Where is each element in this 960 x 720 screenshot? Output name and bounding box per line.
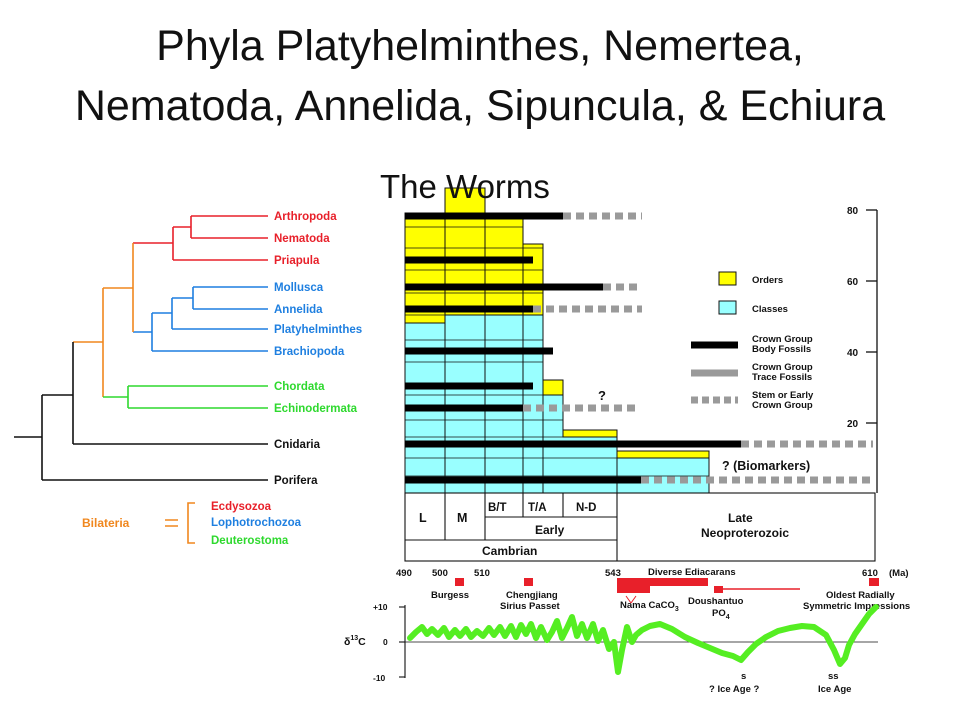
phylum-label-arthropoda: Arthropoda <box>274 211 337 223</box>
isotope-tick-plus10: +10 <box>373 602 388 612</box>
isotope-axis <box>399 605 878 678</box>
legend-swatch-orders <box>718 271 737 286</box>
phylogenetic-tree <box>14 215 268 481</box>
legend-crown-body-line2: Body Fossils <box>752 344 811 355</box>
event-sirius-passet: Sirius Passet <box>500 601 561 612</box>
carbon-isotope-curve <box>407 604 879 675</box>
stage-nd: N-D <box>576 502 596 514</box>
uncertain-mark: ? <box>598 388 606 403</box>
time-tick-490: 490 <box>396 568 412 579</box>
title-line-1: Phyla Platyhelminthes, Nemertea, <box>156 22 804 70</box>
phylum-label-echinodermata: Echinodermata <box>274 403 358 415</box>
legend-stem-line1: Stem or Early <box>752 390 814 401</box>
stage-m: M <box>457 511 467 525</box>
y-tick-20: 20 <box>847 419 859 430</box>
legend-orders: Orders <box>752 275 783 286</box>
event-burgess: Burgess <box>431 590 469 601</box>
y-axis <box>866 209 878 493</box>
time-tick-500: 500 <box>432 568 448 579</box>
deuterostoma-branches <box>103 385 268 409</box>
timescale-table <box>404 492 876 562</box>
group-label-deuterostoma: Deuterostoma <box>211 535 289 547</box>
legend-classes: Classes <box>752 304 788 315</box>
y-tick-40: 40 <box>847 348 859 359</box>
legend-crown-trace-line1: Crown Group <box>752 362 813 373</box>
isotope-tick-0: 0 <box>383 637 388 647</box>
phylum-label-brachiopoda: Brachiopoda <box>274 346 345 358</box>
chart-gridlines <box>405 226 709 477</box>
stage-l: L <box>419 511 427 525</box>
legend-crown-trace-line2: Trace Fossils <box>752 372 812 383</box>
ice-age-a-mark: s <box>741 671 746 682</box>
fossil-range-bars <box>405 212 873 484</box>
stage-bt: B/T <box>488 502 507 514</box>
subtitle: The Worms <box>380 168 550 205</box>
title-line-2: Nematoda, Annelida, Sipuncula, & Echiura <box>74 82 886 130</box>
event-doushantuo: Doushantuo <box>688 596 744 607</box>
event-symmetric-impressions: Symmetric Impressions <box>803 601 910 612</box>
legend-stem-line2: Crown Group <box>752 400 813 411</box>
phylum-label-annelida: Annelida <box>274 304 323 316</box>
epoch-early: Early <box>535 523 565 537</box>
bilateria-branches <box>73 243 134 397</box>
bilateria-label: Bilateria <box>82 516 130 530</box>
event-markers <box>455 578 879 604</box>
phylum-label-chordata: Chordata <box>274 381 325 393</box>
time-tick-510: 510 <box>474 568 490 579</box>
late-neo-line2: Neoproterozoic <box>701 526 789 540</box>
phylum-label-platyhelminthes: Platyhelminthes <box>274 324 362 336</box>
event-diverse-ediacarans: Diverse Ediacarans <box>648 567 736 578</box>
phylum-label-mollusca: Mollusca <box>274 282 324 294</box>
diversity-chart: ? ? (Biomarkers) 80 60 40 20 Orders Clas… <box>404 187 878 494</box>
isotope-axis-label: δ13C <box>344 635 366 648</box>
ice-age-b-mark: ss <box>828 671 839 682</box>
period-cambrian: Cambrian <box>482 544 537 558</box>
y-tick-80: 80 <box>847 206 859 217</box>
ice-age-b-label: Ice Age <box>818 684 851 695</box>
stage-ta: T/A <box>528 502 547 514</box>
event-doushantuo-po: PO4 <box>712 608 730 621</box>
base-branches <box>14 342 268 481</box>
isotope-tick-minus10: -10 <box>373 673 386 683</box>
classes-area <box>404 314 710 494</box>
group-label-ecdysozoa: Ecdysozoa <box>211 501 272 513</box>
time-tick-610: 610 <box>862 568 878 579</box>
ice-age-a-label: ? Ice Age ? <box>709 684 760 695</box>
phylum-label-porifera: Porifera <box>274 475 318 487</box>
lophotrochozoa-branches <box>133 286 268 352</box>
phylum-label-nematoda: Nematoda <box>274 233 330 245</box>
y-tick-60: 60 <box>847 277 859 288</box>
time-unit: (Ma) <box>889 568 909 579</box>
phylum-label-priapula: Priapula <box>274 255 320 267</box>
chart-legend: Orders Classes Crown Group Body Fossils … <box>691 271 814 411</box>
legend-swatch-classes <box>718 300 737 315</box>
phylum-label-cnidaria: Cnidaria <box>274 439 321 451</box>
event-oldest-radially: Oldest Radially <box>826 590 895 601</box>
legend-crown-body-line1: Crown Group <box>752 334 813 345</box>
bilateria-group-legend: Bilateria Ecdysozoa Lophotrochozoa Deute… <box>82 501 302 547</box>
group-bracket <box>187 502 195 544</box>
event-chengjiang: Chengjiang <box>506 590 558 601</box>
group-label-lophotrochozoa: Lophotrochozoa <box>211 517 302 529</box>
late-neo-line1: Late <box>728 511 753 525</box>
time-tick-543: 543 <box>605 568 621 579</box>
biomarkers-label: ? (Biomarkers) <box>722 459 810 473</box>
event-nama: Nama CaCO3 <box>620 600 679 613</box>
ecdysozoa-branches <box>133 215 268 261</box>
